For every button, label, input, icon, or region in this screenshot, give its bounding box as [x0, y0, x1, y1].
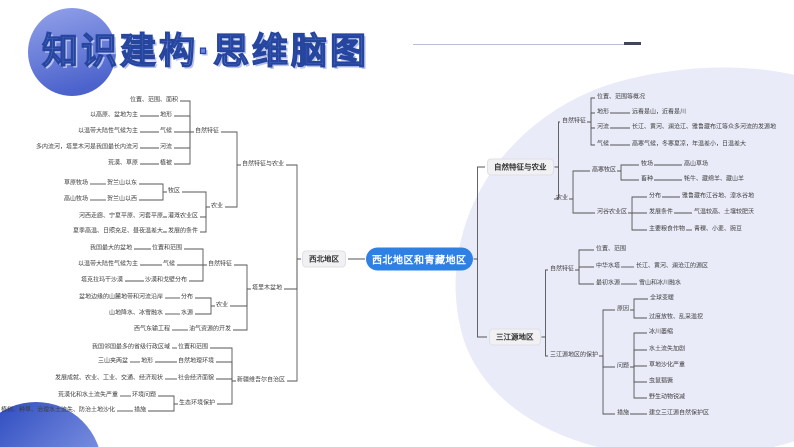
page-title: 知识建构·思维脑图 — [41, 29, 369, 71]
qt-climate-label: 气候 — [597, 141, 610, 148]
nw-agriculture-label: 农业 — [211, 203, 224, 210]
sjy-problems-label: 问题 — [617, 363, 630, 370]
sjy-watertower-text: 长江、黄河、澜沧江的源区 — [636, 263, 709, 270]
sjy-watertower-label: 中华水塔 — [596, 263, 621, 270]
branch-qinghai-natural-agri: 自然特征与农业 — [487, 158, 554, 176]
xinjiang-measures-text: 植树、种草、治理水土流失、防治土地沙化 — [0, 407, 115, 414]
tarim-label: 塔里木盆地 — [252, 285, 283, 292]
nw-natural-agri-label: 自然特征与农业 — [242, 161, 285, 168]
tarim-climate-text: 以温带大陆性气候为主 — [77, 261, 138, 268]
xinjiang-problem-text: 荒漠化和水土流失严重 — [57, 392, 118, 399]
sjy-problem-erosion: 水土流失加剧 — [649, 346, 686, 353]
tarim-position-label: 位置和范围 — [152, 245, 183, 252]
qt-livestock-label: 畜种 — [641, 176, 654, 183]
qt-valley-conditions-text: 气温较高、土壤较肥沃 — [694, 209, 755, 216]
xinjiang-measures-label: 措施 — [134, 407, 147, 414]
tarim-natural-label: 自然特征 — [208, 261, 233, 268]
tarim-water-text: 山地降水、冰雪融水 — [108, 310, 163, 317]
sjy-problem-pests: 虫鼠猖獗 — [649, 378, 674, 385]
nw-irrigation-text: 河西走廊、宁夏平原、河套平原 — [78, 213, 163, 220]
qt-rivers-label: 河流 — [597, 124, 610, 131]
qt-landform-label: 地形 — [597, 109, 610, 116]
qt-crops-text: 青稞、小麦、豌豆 — [694, 226, 743, 233]
tarim-oilgas-text: 西气东输工程 — [133, 326, 170, 333]
nw-rivers-label: 河流 — [160, 144, 173, 151]
nw-rivers-text: 多内流河，塔里木河是我国最长内流河 — [35, 144, 138, 151]
qt-crops-label: 主要粮食作物 — [649, 226, 686, 233]
nw-conditions-label: 发展的条件 — [168, 228, 199, 235]
nw-conditions-text: 夏季高温、日照充足、昼夜温差大 — [72, 228, 163, 235]
qt-agriculture-label: 农业 — [556, 195, 569, 202]
nw-vegetation-label: 植被 — [160, 160, 173, 167]
title-circle-decoration — [28, 8, 116, 96]
qt-valley-distribution-text: 雅鲁藏布江谷地、湟水谷地 — [682, 193, 755, 200]
nw-overview-text: 位置、范围、面积 — [129, 97, 178, 104]
nw-natural-label: 自然特征 — [195, 128, 220, 135]
xinjiang-eco-label: 生态环境保护 — [179, 400, 216, 407]
sjy-cause-overgrazing: 过度放牧、乱采滥挖 — [649, 314, 704, 321]
sjy-problem-glacier: 冰川萎缩 — [649, 329, 674, 336]
nw-climate-text: 以温带大陆性气候为主 — [77, 128, 138, 135]
header-rule-line — [413, 44, 625, 45]
qt-valley-distribution-label: 分布 — [649, 193, 662, 200]
xinjiang-terrain-label: 地形 — [141, 358, 154, 365]
sjy-causes-label: 原因 — [617, 306, 630, 313]
xinjiang-position-label: 位置和范围 — [178, 344, 209, 351]
nw-irrigation-label: 灌溉农业区 — [168, 213, 199, 220]
xinjiang-environment-label: 自然地理环境 — [178, 358, 215, 365]
qt-valley-conditions-label: 发展条件 — [649, 209, 674, 216]
qt-range-text: 高山草场 — [684, 161, 709, 168]
tarim-agriculture-label: 农业 — [216, 302, 229, 309]
branch-sanjiangyuan: 三江源地区 — [489, 328, 541, 346]
xinjiang-social-text: 发展成就、农业、工业、交通、经济现状 — [54, 375, 163, 382]
xinjiang-social-label: 社会经济面貌 — [178, 375, 215, 382]
tarim-desert-text: 塔克拉玛干沙漠 — [80, 277, 123, 284]
sjy-cause-warming: 全球变暖 — [650, 295, 675, 302]
nw-west-helan-text: 高山牧场 — [63, 196, 88, 203]
sjy-source-label: 最初水源 — [596, 280, 621, 287]
qt-livestock-text: 牦牛、藏绵羊、藏山羊 — [684, 176, 745, 183]
tarim-water-label: 水源 — [181, 310, 194, 317]
qt-natural-label: 自然特征 — [562, 118, 587, 125]
sjy-problem-desertification: 草地沙化严重 — [649, 362, 686, 369]
qt-range-label: 牧场 — [641, 161, 654, 168]
nw-west-helan-label: 贺兰山以西 — [107, 196, 138, 203]
xinjiang-terrain-text: 三山夹两盆 — [97, 358, 128, 365]
xinjiang-label: 新疆维吾尔自治区 — [237, 377, 286, 384]
nw-landform-label: 地形 — [160, 112, 173, 119]
qt-landform-text: 远看是山，近看是川 — [632, 109, 687, 116]
tarim-climate-label: 气候 — [163, 261, 176, 268]
sjy-overview-text: 位置、范围 — [596, 246, 627, 253]
qt-overview-text: 位置、范围等概况 — [597, 94, 646, 101]
branch-northwest: 西北地区 — [302, 250, 346, 268]
sjy-measures-label: 措施 — [617, 410, 630, 417]
qt-pastoral-label: 高寒牧区 — [592, 167, 617, 174]
sjy-natural-label: 自然特征 — [550, 266, 575, 273]
nw-pastoral-label: 牧区 — [168, 188, 181, 195]
nw-landform-text: 以高原、盆地为主 — [89, 112, 138, 119]
tarim-desert-label: 沙漠和戈壁分布 — [145, 277, 188, 284]
sjy-protection-label: 三江源地区的保护 — [550, 352, 599, 359]
nw-east-helan-label: 贺兰山以东 — [107, 180, 138, 187]
xinjiang-position-text: 我国邻国最多的省级行政区域 — [91, 344, 170, 351]
tarim-distribution-label: 分布 — [181, 294, 194, 301]
nw-east-helan-text: 草原牧场 — [63, 180, 88, 187]
qt-climate-text: 高寒气候，冬寒夏凉，年温差小，日温差大 — [632, 141, 747, 148]
nw-vegetation-text: 荒漠、草原 — [107, 160, 138, 167]
central-topic: 西北地区和青藏地区 — [366, 247, 473, 271]
xinjiang-problem-label: 环境问题 — [132, 392, 157, 399]
sjy-source-text: 雪山和冰川融水 — [639, 280, 682, 287]
sjy-problem-wildlife: 野生动物锐减 — [649, 394, 686, 401]
header-dash — [624, 42, 641, 45]
sjy-measures-text: 建立三江源自然保护区 — [649, 410, 710, 417]
qt-rivers-text: 长江、黄河、澜沧江、雅鲁藏布江等众多河流的发源地 — [632, 124, 777, 131]
qt-valley-label: 河谷农业区 — [597, 209, 628, 216]
tarim-position-text: 我国最大的盆地 — [89, 245, 132, 252]
nw-climate-label: 气候 — [160, 128, 173, 135]
tarim-distribution-text: 盆地边缘的山麓地带和河流沿岸 — [78, 294, 163, 301]
tarim-oilgas-label: 油气资源的开发 — [189, 326, 232, 333]
